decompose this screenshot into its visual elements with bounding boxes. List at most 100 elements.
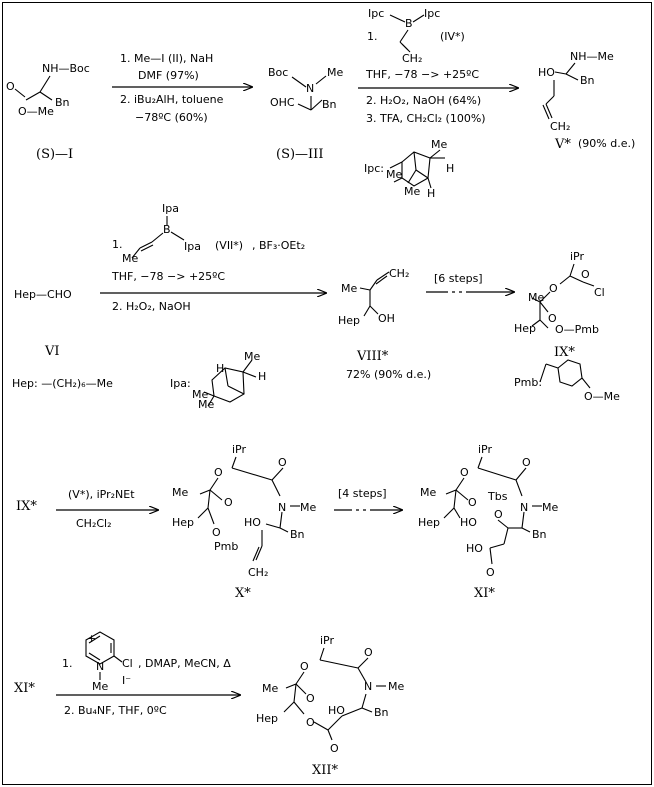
s-iii-bn: Bn	[322, 98, 337, 111]
mukaiyama-reagent: 1. + N Cl Me I⁻ , DMAP, MeCN, Δ	[62, 631, 231, 693]
vi-text: Hep—CHO	[14, 288, 72, 301]
xii-me: Me	[262, 682, 278, 695]
step5-conditions: 2. Bu₄NF, THF, 0ºC	[56, 695, 240, 717]
viii-label: VIII*	[356, 349, 389, 364]
ix-cl: Cl	[594, 286, 605, 299]
pyridinium-me: Me	[92, 680, 108, 693]
ix-label: IX*	[554, 345, 575, 360]
pmb-ome: O—Me	[584, 390, 620, 403]
xi-o: O	[460, 466, 469, 479]
pyridinium-cl: Cl	[122, 657, 133, 670]
ix-start-label: IX*	[16, 499, 37, 514]
step4b-arrow-group: [4 steps]	[334, 487, 402, 510]
s-i-ome: O—Me	[18, 105, 54, 118]
xii-o-3: O	[330, 742, 339, 755]
xii-hep: Hep	[256, 712, 278, 725]
xii-nme: Me	[388, 680, 404, 693]
ipa-me-3: Me	[198, 398, 214, 411]
iv-ch2: CH₂	[402, 52, 422, 65]
xii-label: XII*	[312, 763, 339, 778]
v-de: (90% d.e.)	[578, 137, 635, 150]
step5-num: 1.	[62, 657, 73, 670]
iodide: I⁻	[122, 674, 131, 687]
xi-label: XI*	[474, 586, 495, 601]
ix-o-3: O	[548, 312, 557, 325]
x-nme: Me	[300, 501, 316, 514]
s-i-bn: Bn	[55, 96, 70, 109]
ix-opmb: O—Pmb	[555, 323, 599, 336]
compound-s-iii: Boc N Me OHC Bn (S)—III	[268, 66, 343, 162]
x-o-amide: O	[278, 456, 287, 469]
compound-viii: CH₂ Me OH Hep VIII* 72% (90% d.e.)	[338, 267, 431, 381]
step3-cond-1: THF, −78 −> +25ºC	[111, 270, 225, 283]
step2-cond-3: 3. TFA, CH₂Cl₂ (100%)	[366, 112, 486, 125]
vii-me: Me	[122, 252, 138, 265]
step3b-arrow-group: [6 steps]	[426, 272, 514, 292]
viii-hep: Hep	[338, 314, 360, 327]
ipc-label: Ipc:	[364, 162, 384, 175]
iv-b: B	[405, 17, 413, 30]
xi-ipr: iPr	[478, 443, 492, 456]
ix-o-ester: O	[549, 282, 558, 295]
vii-extra: , BF₃·OEt₂	[252, 239, 305, 252]
reagent-iv: 1. Ipc B Ipc CH₂ (IV*)	[367, 7, 465, 65]
xii-n: N	[364, 680, 372, 693]
step2-cond-2: 2. H₂O₂, NaOH (64%)	[366, 94, 481, 107]
viii-yield: 72% (90% d.e.)	[346, 368, 431, 381]
viii-ch2: CH₂	[389, 267, 409, 280]
s-iii-ohc: OHC	[270, 96, 295, 109]
four-steps: [4 steps]	[338, 487, 387, 500]
ipc-h-2: H	[427, 187, 435, 200]
xi-start-label: XI*	[14, 681, 35, 696]
ix-o-carbonyl: O	[581, 268, 590, 281]
xi-bn: Bn	[532, 528, 547, 541]
vi-label: VI	[44, 344, 60, 359]
x-ho: HO	[244, 516, 261, 529]
iv-ipc-2: Ipc	[424, 7, 440, 20]
xi-hep: Hep	[418, 516, 440, 529]
x-bn: Bn	[290, 528, 305, 541]
x-label: X*	[235, 586, 251, 601]
hep-def: Hep: —(CH₂)₆—Me	[12, 377, 113, 390]
iv-num: 1.	[367, 30, 378, 43]
x-o: O	[214, 466, 223, 479]
s-iii-boc: Boc	[268, 66, 288, 79]
xii-ho: HO	[328, 704, 345, 717]
step1-cond-1: 1. Me—I (II), NaH	[120, 52, 213, 65]
compound-x: iPr O Me O Hep O Pmb O N Me Bn HO CH₂ X*	[172, 443, 316, 601]
s-i-o: O	[6, 80, 15, 93]
xi-me: Me	[420, 486, 436, 499]
ix-hep: Hep	[514, 322, 536, 335]
xi-o-acid: O	[486, 566, 495, 579]
ipa-label: Ipa:	[170, 377, 191, 390]
ipc-me-1: Me	[431, 138, 447, 151]
step1-cond-2: DMF (97%)	[138, 69, 199, 82]
ipa-h-2: H	[216, 362, 224, 375]
vii-ipa-2: Ipa	[184, 240, 201, 253]
step3-conditions: THF, −78 −> +25ºC 2. H₂O₂, NaOH	[100, 270, 326, 313]
xii-ipr: iPr	[320, 634, 334, 647]
reagent-vii: 1. B Ipa Ipa Me (VII*) , BF₃·OEt₂	[112, 202, 305, 265]
vii-num: 1.	[112, 238, 123, 251]
step5-cond-1: , DMAP, MeCN, Δ	[138, 657, 231, 670]
s-i-nhboc: NH—Boc	[42, 62, 90, 75]
v-nhme: NH—Me	[570, 50, 614, 63]
viii-me: Me	[341, 282, 357, 295]
compound-xii: iPr O Me O Hep O O O N Me Bn HO XII*	[256, 634, 404, 778]
step2-cond-1: THF, −78 −> +25ºC	[365, 68, 479, 81]
s-iii-me: Me	[327, 66, 343, 79]
vii-ipa-1: Ipa	[162, 202, 179, 215]
pmb-definition: Pmb: O—Me	[514, 359, 620, 403]
ipa-h-1: H	[258, 370, 266, 383]
step2-conditions: THF, −78 −> +25ºC 2. H₂O₂, NaOH (64%) 3.…	[358, 68, 518, 125]
x-n: N	[278, 501, 286, 514]
step1-cond-4: −78ºC (60%)	[135, 111, 208, 124]
s-iii-n: N	[306, 82, 314, 95]
v-ho: HO	[538, 66, 555, 79]
ix-me: Me	[528, 291, 544, 304]
ipa-me-1: Me	[244, 350, 260, 363]
xii-o-amide: O	[364, 646, 373, 659]
iv-ipc-1: Ipc	[368, 7, 384, 20]
step4-conditions: (V*), iPr₂NEt CH₂Cl₂	[56, 488, 158, 530]
